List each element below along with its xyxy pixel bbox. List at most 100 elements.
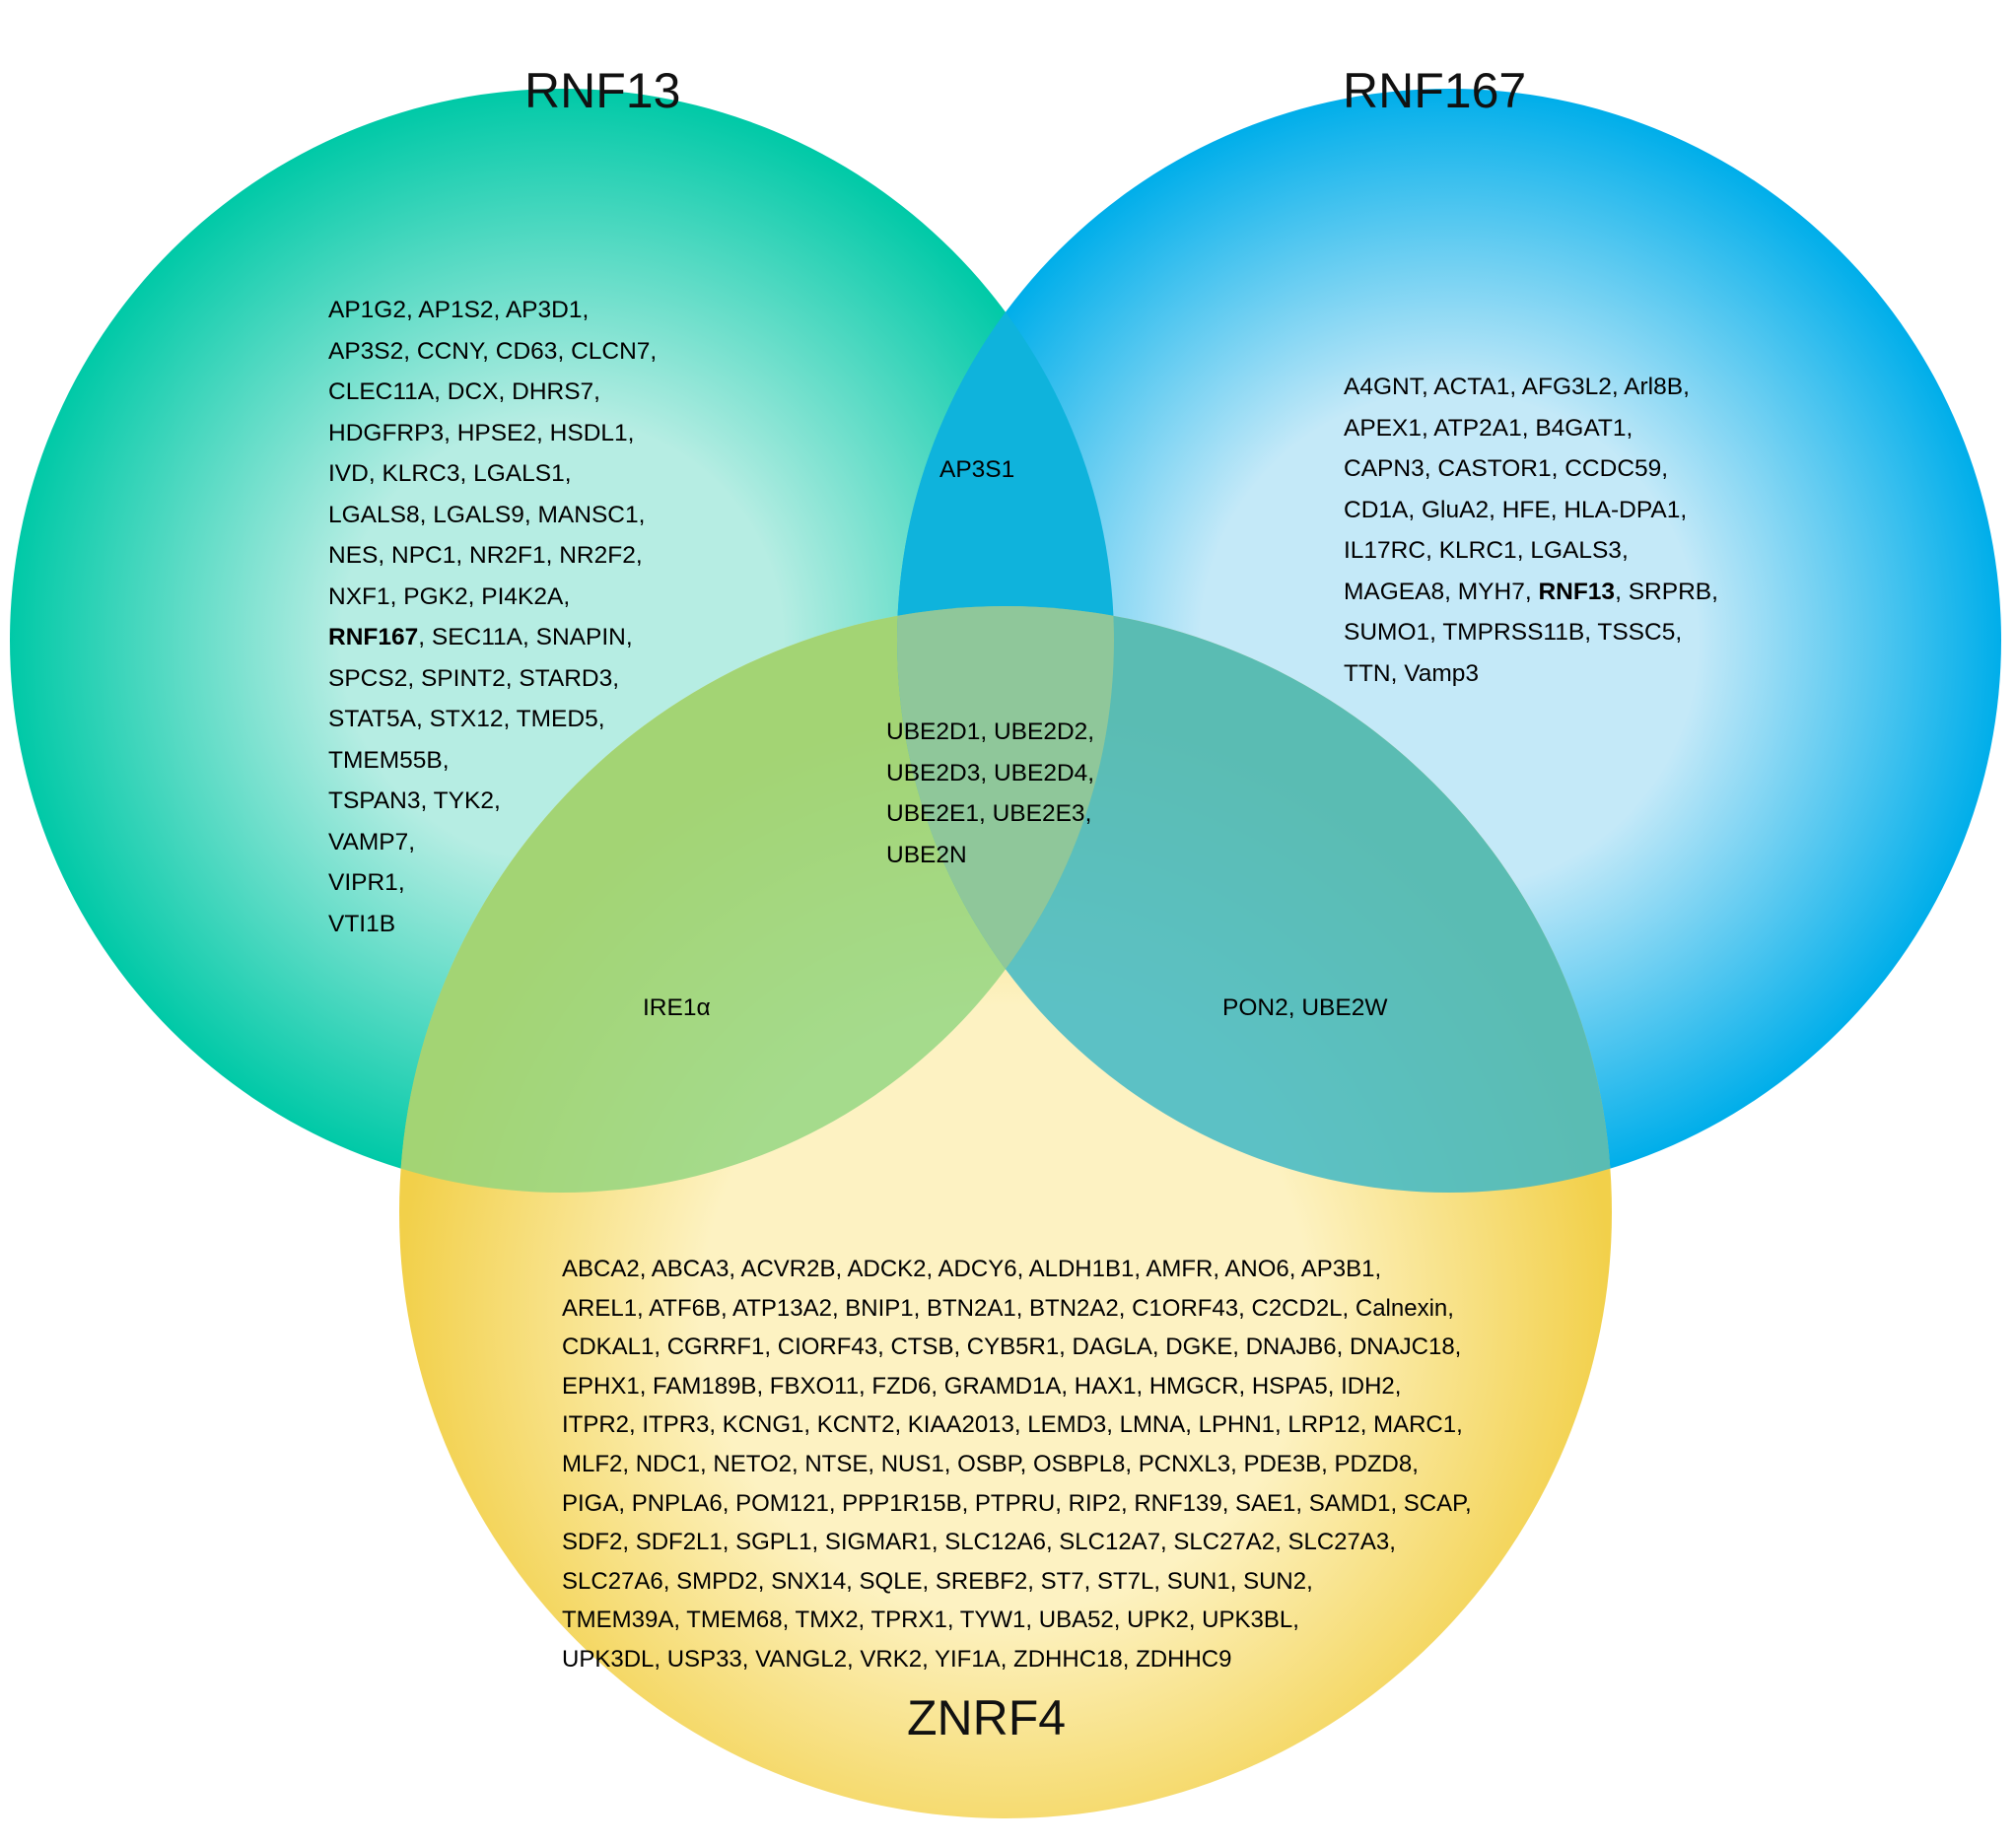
gene-label: TMEM55B [328,746,443,774]
gene-label: LGALS8 [328,501,420,528]
gene-line: PIGA, PNPLA6, POM121, PPP1R15B, PTPRU, R… [562,1489,1472,1517]
all-sets-genes: UBE2D1, UBE2D2, UBE2D3, UBE2D4, UBE2E1, … [886,712,1094,875]
gene-line: UBE2D1, UBE2D2, [886,718,1095,745]
gene-line: CD1A, GluA2, HFE, HLA-DPA1, [1344,496,1688,523]
gene-line: TTN, Vamp3 [1344,659,1480,687]
gene-label: IDH2 [1341,1372,1395,1400]
gene-label: IL17RC [1344,537,1426,564]
gene-line: STAT5A, STX12, TMED5, [328,706,605,732]
gene-label: NPC1 [391,542,456,569]
gene-label: ATF6B [649,1294,721,1322]
gene-label: FZD6 [871,1372,932,1400]
rnf13-znrf4-overlap [399,606,1114,1193]
gene-line: NES, NPC1, NR2F1, NR2F2, [328,542,643,569]
gene-label: NES [328,542,379,569]
gene-label: UBE2D4 [993,759,1088,786]
gene-label: LEMD3 [1027,1411,1107,1439]
gene-label: ACVR2B [740,1256,836,1282]
gene-label: SEC11A [431,624,523,650]
gene-label: UBE2N [886,841,967,868]
gene-label: VANGL2 [755,1645,848,1673]
gene-label: SLC27A2 [1173,1529,1276,1556]
gene-label: DGKE [1165,1333,1233,1361]
gene-label: VTI1B [328,910,396,937]
gene-label: PIGA [562,1489,619,1517]
gene-label: ZDHHC18 [1013,1645,1123,1673]
gene-label: B4GAT1 [1535,414,1627,442]
gene-label: HSPA5 [1251,1372,1328,1400]
gene-label: NDC1 [635,1450,701,1477]
gene-label: TSSC5 [1597,619,1676,646]
gene-label: HDGFRP3 [328,419,445,446]
gene-label: PTPRU [974,1489,1056,1517]
gene-label: AP1S2 [418,297,494,323]
gene-line: LGALS8, LGALS9, MANSC1, [328,501,646,528]
gene-label: NR2F2 [559,542,636,569]
gene-line: VAMP7, [328,828,416,855]
gene-label: PDE3B [1243,1450,1322,1477]
gene-label: UBE2D1 [886,718,981,745]
gene-label: RIP2 [1068,1489,1121,1517]
gene-label: CD63 [495,337,558,365]
gene-label: ABCA2 [562,1256,640,1282]
gene-line: NXF1, PGK2, PI4K2A, [328,582,571,610]
gene-label: SNAPIN [535,624,626,650]
gene-line: VIPR1, [328,869,405,896]
gene-label: CYB5R1 [966,1333,1060,1361]
gene-label: SPCS2 [328,664,408,692]
gene-label: UPK2 [1127,1607,1189,1634]
gene-line: UPK3DL, USP33, VANGL2, VRK2, YIF1A, ZDHH… [562,1645,1232,1673]
gene-label: USP33 [666,1645,742,1673]
gene-label: PI4K2A [481,582,564,610]
gene-label: VAMP7 [328,828,409,855]
gene-line: SDF2, SDF2L1, SGPL1, SIGMAR1, SLC12A6, S… [562,1529,1396,1556]
gene-label: DNAJC18 [1349,1333,1455,1361]
gene-label: TPRX1 [870,1607,947,1634]
gene-label: CAPN3 [1344,455,1425,482]
gene-line: IL17RC, KLRC1, LGALS3, [1344,537,1629,564]
gene-label: AP3D1 [505,297,583,323]
gene-label: PDZD8 [1334,1450,1413,1477]
gene-label: TTN [1344,659,1391,687]
gene-label: LGALS9 [433,501,524,528]
gene-label: VIPR1 [328,869,398,896]
gene-label: STAT5A [328,706,416,732]
gene-label: APEX1 [1344,414,1422,442]
rnf167-znrf4-overlap [897,606,1612,1193]
gene-label: NR2F1 [469,542,546,569]
gene-label: ATP13A2 [731,1294,832,1322]
gene-label: MLF2 [562,1450,623,1477]
gene-label: ANO6 [1224,1256,1289,1282]
gene-label: CGRRF1 [666,1333,765,1361]
gene-label: CCNY [416,337,483,365]
znrf4-only-genes: ABCA2, ABCA3, ACVR2B, ADCK2, ADCY6, ALDH… [562,1250,1472,1679]
gene-label: TMX2 [795,1607,859,1634]
gene-label: ATP2A1 [1433,414,1522,442]
gene-label: TMPRSS11B [1442,619,1585,646]
gene-label: UPK3BL [1202,1607,1293,1634]
gene-label: Calnexin [1355,1294,1448,1322]
gene-line: IVD, KLRC3, LGALS1, [328,460,572,487]
gene-line: HDGFRP3, HPSE2, HSDL1, [328,419,635,446]
gene-label: ABCA3 [651,1256,730,1282]
gene-label: C2CD2L [1251,1294,1343,1322]
gene-label: AMFR [1146,1256,1214,1282]
gene-label: LGALS1 [473,460,565,487]
gene-label: HAX1 [1074,1372,1137,1400]
gene-label: TYK2 [433,787,494,814]
gene-label: UPK3DL [562,1645,655,1673]
gene-label: CIORF43 [777,1333,878,1361]
gene-label: HPSE2 [456,419,537,446]
gene-label: SRPRB [1628,578,1712,605]
gene-line: CDKAL1, CGRRF1, CIORF43, CTSB, CYB5R1, D… [562,1333,1462,1361]
gene-label: SUN2 [1243,1567,1307,1595]
gene-line: UBE2N [886,835,1094,876]
gene-line: CLEC11A, DCX, DHRS7, [328,378,600,405]
gene-label: SLC12A6 [944,1529,1046,1556]
gene-label: STX12 [429,706,504,732]
gene-label: KCNG1 [722,1411,804,1439]
gene-label: PON2 [1222,994,1288,1021]
rnf167-znrf4-genes: PON2, UBE2W [1222,994,1388,1021]
gene-label: NXF1 [328,582,390,610]
gene-label: MAGEA8 [1344,578,1445,605]
